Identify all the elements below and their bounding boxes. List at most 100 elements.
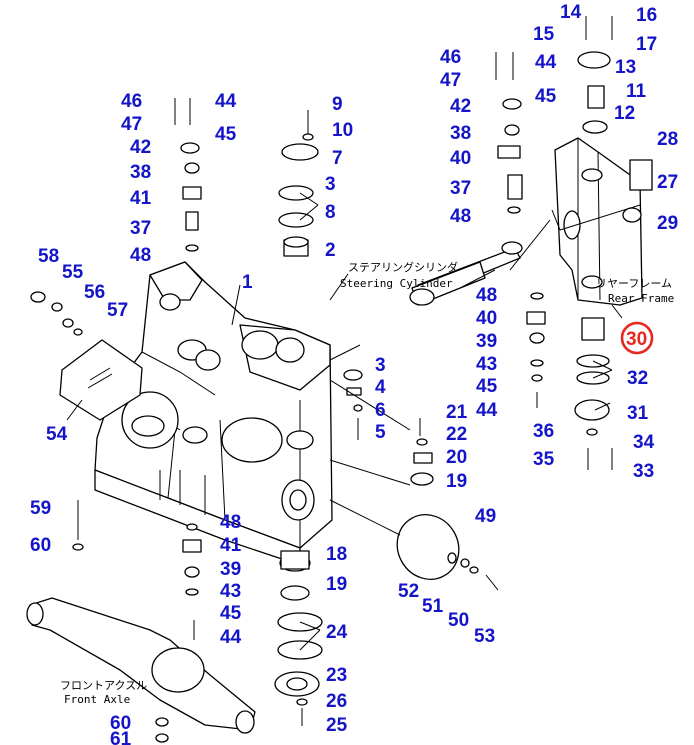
front-axle (26, 597, 256, 734)
callout-40-right: 40 (450, 148, 471, 169)
callout-43-lower: 43 (220, 581, 241, 602)
callout-labels: 14 16 15 17 46 44 13 47 11 42 45 12 38 2… (30, 2, 678, 745)
callout-54: 54 (46, 424, 68, 445)
callout-36: 36 (533, 421, 554, 442)
callout-32: 32 (627, 368, 648, 389)
callout-14: 14 (560, 2, 582, 23)
steering-cylinder-en: Steering Cylinder (340, 277, 453, 290)
callout-59: 59 (30, 498, 51, 519)
callout-48-lower: 48 (220, 512, 241, 533)
access-cover (396, 514, 460, 580)
callout-45-middle: 45 (476, 376, 498, 397)
middle-pin-stack (526, 292, 546, 408)
callout-60-upper: 60 (30, 535, 51, 556)
callout-18: 18 (326, 544, 347, 565)
callout-47-right: 47 (440, 70, 461, 91)
callout-30: 30 (626, 329, 647, 350)
rear-frame-jp: リヤーフレーム (596, 277, 672, 290)
rear-frame-en: Rear Frame (608, 292, 674, 305)
callout-56: 56 (84, 282, 105, 303)
callout-58: 58 (38, 246, 59, 267)
callout-49: 49 (475, 506, 496, 527)
callout-15: 15 (533, 24, 555, 45)
callout-3-upper: 3 (325, 174, 336, 195)
callout-13: 13 (615, 57, 636, 78)
callout-31: 31 (627, 403, 649, 424)
front-axle-jp: フロントアクスル (60, 679, 147, 692)
callout-45-right: 45 (535, 86, 557, 107)
callout-37-left: 37 (130, 218, 151, 239)
callout-6: 6 (375, 400, 386, 421)
callout-2: 2 (325, 240, 336, 261)
callout-47-left: 47 (121, 114, 142, 135)
callout-23: 23 (326, 665, 347, 686)
callout-4: 4 (375, 377, 386, 398)
callout-55: 55 (62, 262, 84, 283)
callout-28: 28 (657, 129, 678, 150)
callout-48-right: 48 (450, 206, 471, 227)
callout-48-left: 48 (130, 245, 151, 266)
callout-7: 7 (332, 148, 343, 169)
steering-cylinder-jp: ステアリングシリンダ (348, 260, 458, 274)
callout-10: 10 (332, 120, 353, 141)
callout-40-middle: 40 (476, 308, 497, 329)
callout-42-right: 42 (450, 96, 471, 117)
callout-11: 11 (626, 81, 647, 102)
callout-44-middle: 44 (476, 400, 498, 421)
small-hardware (30, 291, 499, 743)
callout-9: 9 (332, 94, 343, 115)
callout-44-left: 44 (215, 91, 237, 112)
highlight-callout-30: 30 (620, 321, 654, 355)
callout-19-lower: 19 (326, 574, 347, 595)
callout-25: 25 (326, 715, 348, 736)
callout-53: 53 (474, 626, 495, 647)
callout-46-left: 46 (121, 91, 142, 112)
callout-42-left: 42 (130, 137, 151, 158)
callout-46-right: 46 (440, 47, 461, 68)
callout-39-middle: 39 (476, 331, 497, 352)
front-axle-en: Front Axle (64, 693, 130, 706)
callout-34: 34 (633, 432, 655, 453)
callout-1: 1 (242, 272, 253, 293)
callout-27: 27 (657, 172, 678, 193)
callout-37-right: 37 (450, 178, 471, 199)
callout-45-left: 45 (215, 124, 237, 145)
callout-3-lower: 3 (375, 355, 386, 376)
callout-39-lower: 39 (220, 559, 241, 580)
callout-44-right: 44 (535, 52, 557, 73)
callout-8: 8 (325, 202, 336, 223)
rear-frame (554, 137, 643, 306)
front-frame (94, 261, 333, 566)
callout-24: 24 (326, 622, 348, 643)
callout-43-middle: 43 (476, 354, 497, 375)
center-pivot-stack (274, 550, 323, 726)
callout-48-middle: 48 (476, 285, 497, 306)
callout-26: 26 (326, 691, 347, 712)
callout-17: 17 (636, 34, 657, 55)
callout-57: 57 (107, 300, 128, 321)
callout-41-lower: 41 (220, 535, 242, 556)
callout-52: 52 (398, 581, 419, 602)
callout-12: 12 (614, 103, 635, 124)
callout-5: 5 (375, 422, 386, 443)
callout-41-left: 41 (130, 188, 152, 209)
callout-38-right: 38 (450, 123, 471, 144)
callout-19-upper: 19 (446, 471, 467, 492)
callout-16: 16 (636, 5, 657, 26)
callout-50: 50 (448, 610, 469, 631)
upper-pivot-stack (278, 110, 319, 257)
callout-61: 61 (110, 729, 132, 745)
callout-44-lower: 44 (220, 627, 242, 648)
callout-60-lower: 60 (110, 713, 131, 734)
callout-51: 51 (422, 596, 444, 617)
lower-left-pin-stack (182, 523, 202, 640)
callout-20: 20 (446, 447, 467, 468)
callout-35: 35 (533, 449, 555, 470)
callout-45-lower: 45 (220, 603, 242, 624)
callout-21: 21 (446, 402, 468, 423)
callout-33: 33 (633, 461, 654, 482)
callout-29: 29 (657, 213, 678, 234)
left-pin-stack (174, 98, 202, 252)
